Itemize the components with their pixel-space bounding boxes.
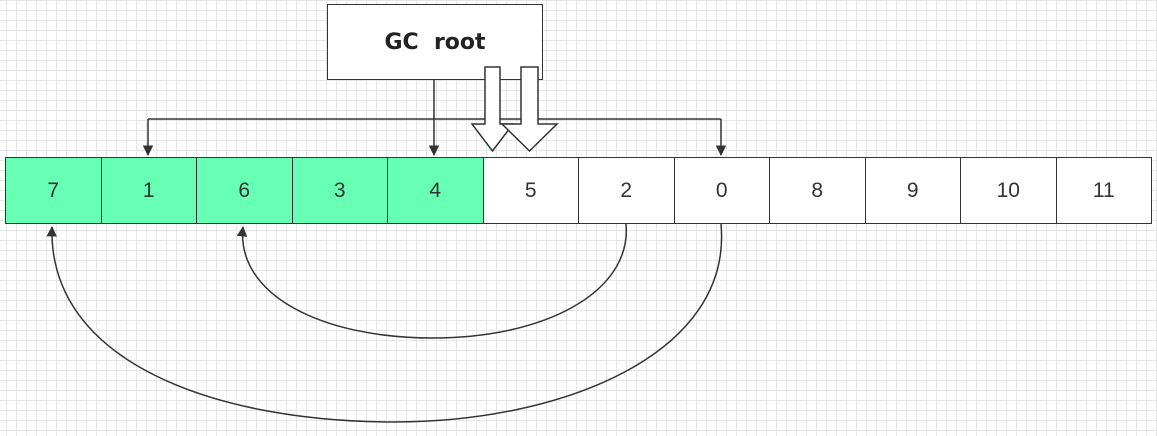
heap-cell-0: 0 [673,158,769,223]
heap-cell-7: 7 [6,158,101,223]
ref-arrow-2-to-6 [236,223,627,339]
heap-cell-6: 6 [196,158,292,223]
heap-cell-1: 1 [100,158,196,223]
heap-cell-9: 9 [864,158,960,223]
heap-cell-5: 5 [482,158,578,223]
ref-arrow-0-to-7 [46,223,723,423]
heap-cell-2: 2 [578,158,674,223]
heap-row: 7 1 6 3 4 5 2 0 8 9 10 11 [5,157,1152,224]
heap-cell-10: 10 [960,158,1056,223]
heap-cell-4: 4 [387,158,483,223]
heap-cell-3: 3 [291,158,387,223]
gc-root-box: GC root [327,4,543,80]
heap-cell-11: 11 [1055,158,1151,223]
heap-cell-8: 8 [769,158,865,223]
